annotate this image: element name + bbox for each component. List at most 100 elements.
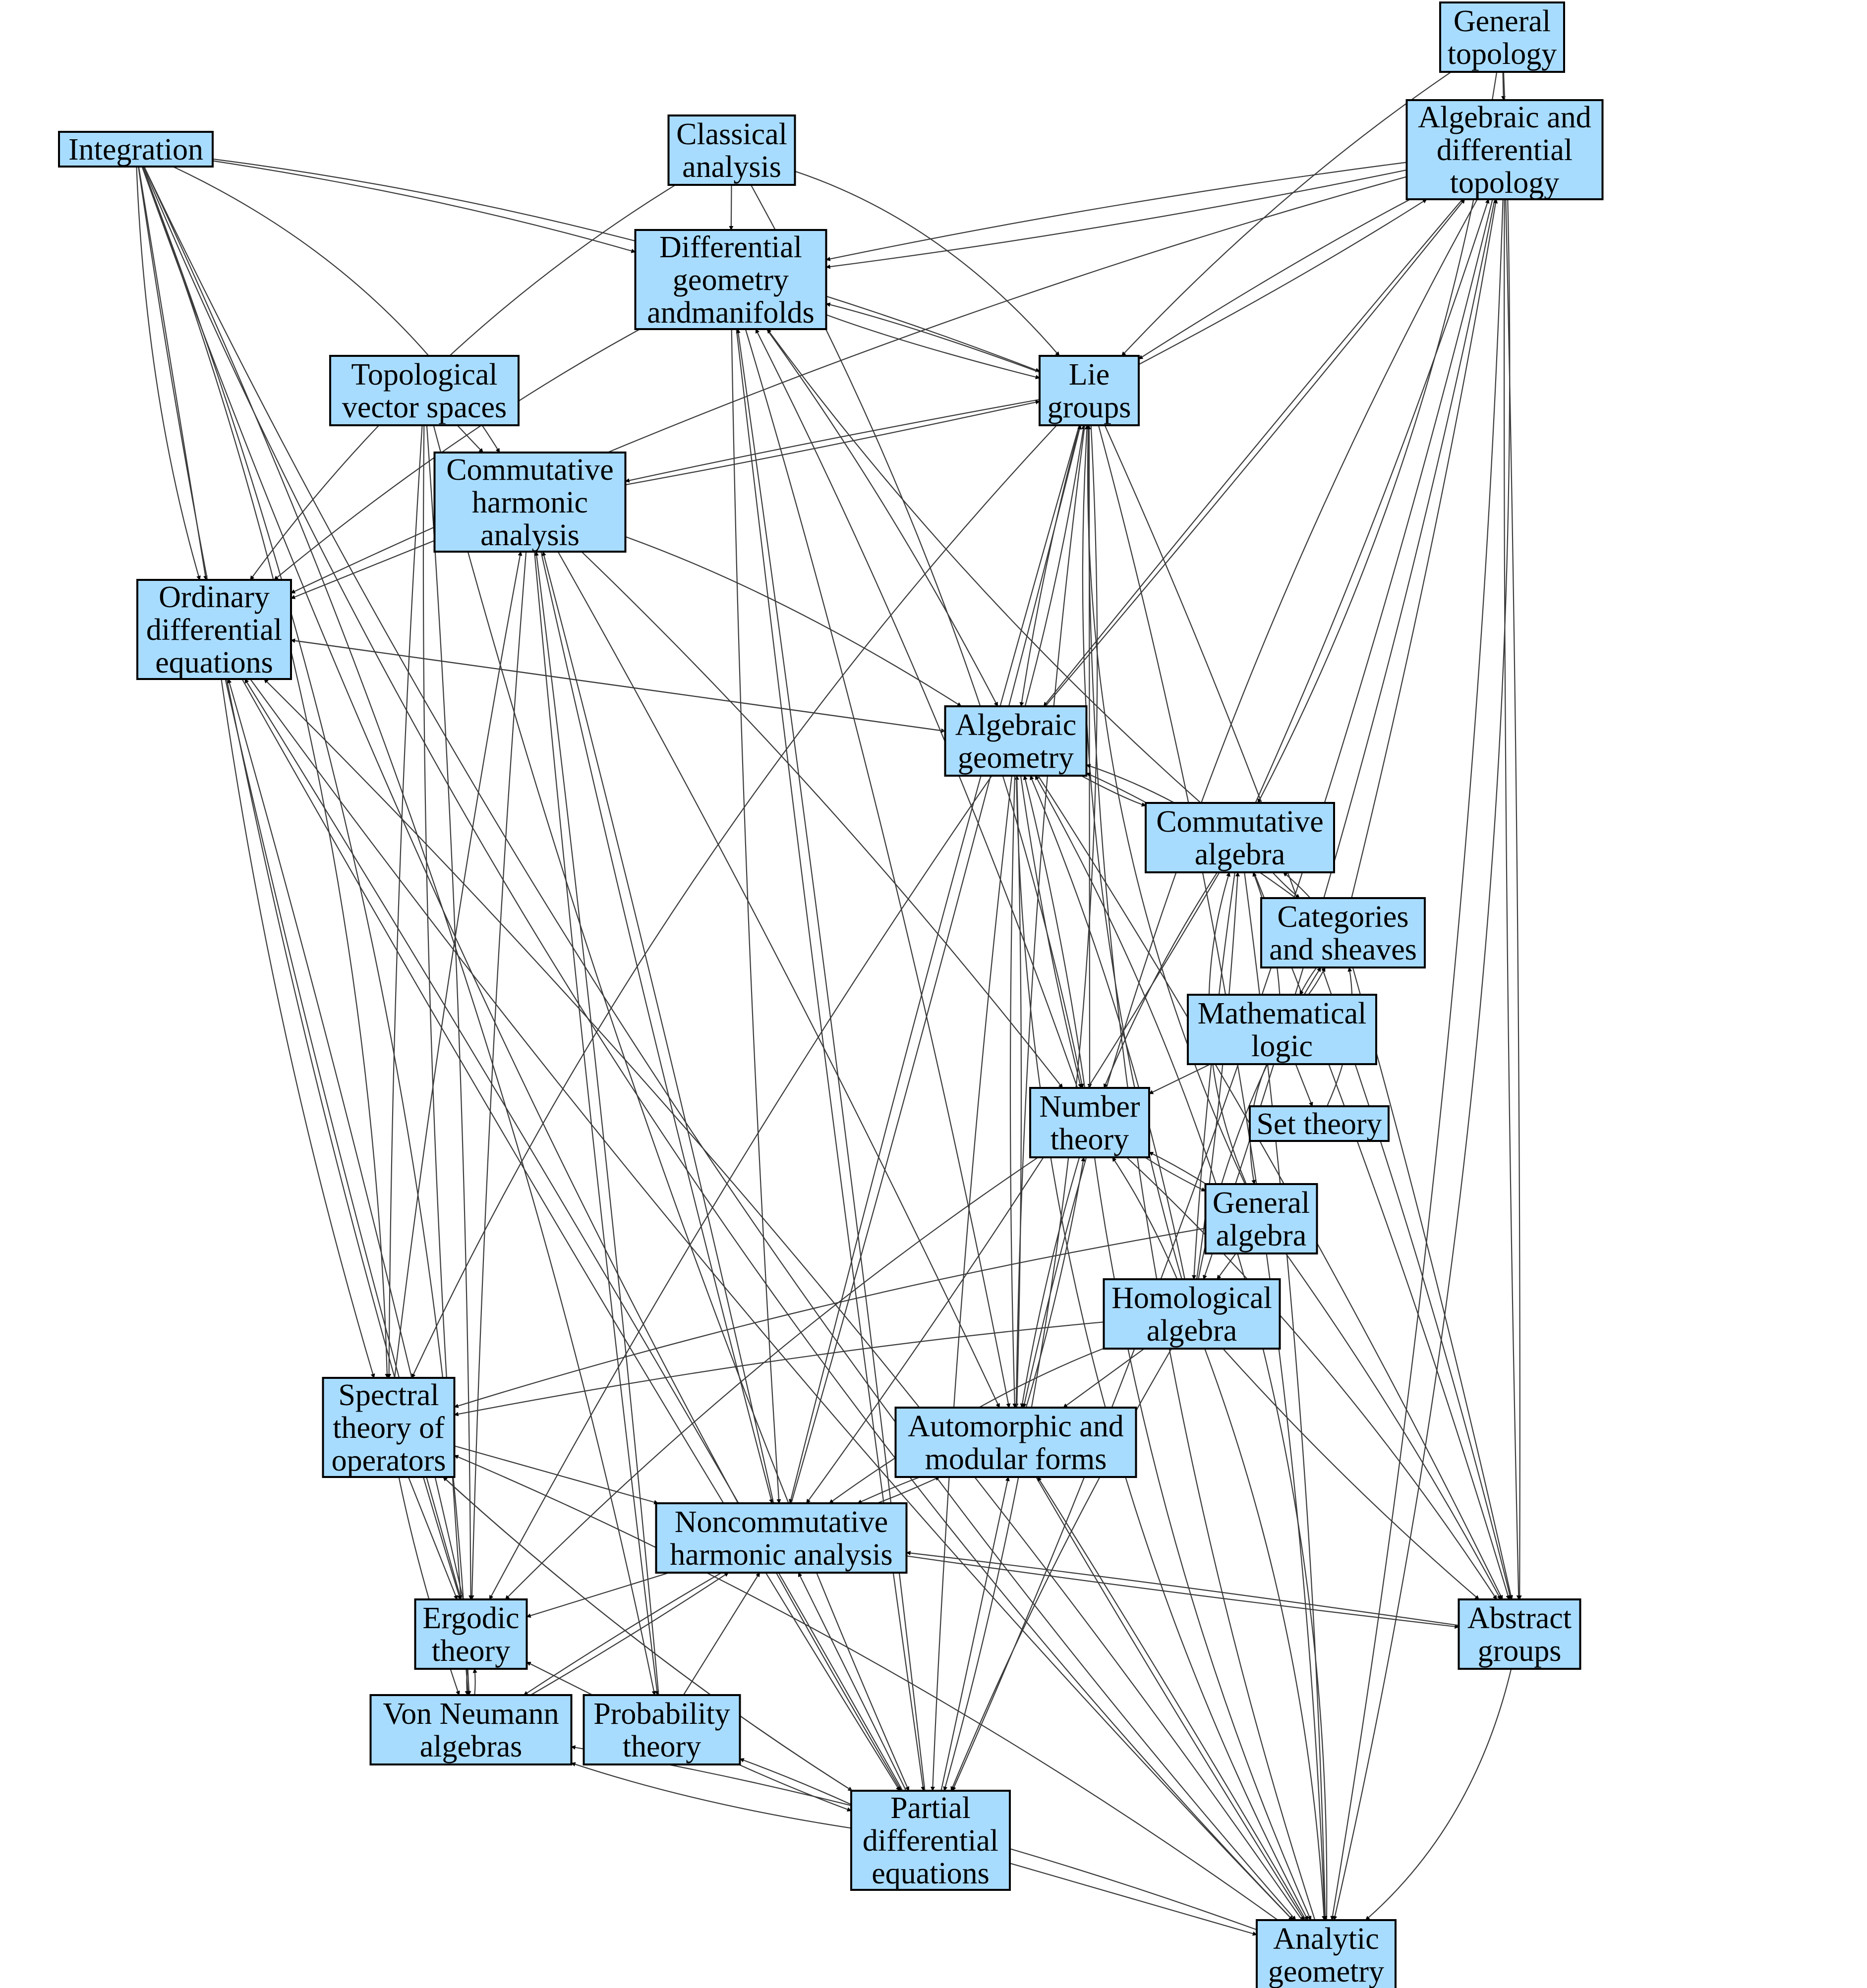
edge-lie-groups-to-spectral-theory (411, 425, 1057, 1378)
edge-algebraic-geometry-to-ergodic-theory (489, 775, 992, 1600)
node-label: algebras (420, 1730, 523, 1763)
edge-probability-theory-to-ergodic-theory (526, 1661, 593, 1696)
node-box (329, 355, 520, 426)
edge-differential-geometry-to-automorphic-forms (745, 329, 1011, 1408)
edge-partial-differential-equations-to-analytic-geometry (1009, 1863, 1257, 1936)
node-label: geometry (673, 263, 789, 297)
edge-differential-geometry-to-ordinary-differential-equations (274, 329, 641, 580)
node-label: Ergodic (422, 1601, 519, 1635)
edge-mathematical-logic-to-set-theory (1295, 1064, 1313, 1107)
edge-noncommutative-harmonic-analysis-to-automorphic-forms (876, 1476, 940, 1504)
edge-algebraic-differential-topology-to-algebraic-geometry (1043, 199, 1463, 707)
node-label: Number (1039, 1090, 1140, 1124)
edge-number-theory-to-automorphic-forms (1020, 1157, 1080, 1408)
edge-algebraic-geometry-to-analytic-geometry (1016, 775, 1309, 1921)
edge-algebraic-geometry-to-commutative-algebra (1081, 775, 1146, 807)
edge-algebraic-differential-topology-to-analytic-geometry (1330, 199, 1504, 1921)
edge-integration-to-analytic-geometry (143, 166, 1296, 1921)
node-label: analysis (480, 518, 580, 552)
edge-analytic-geometry-to-automorphic-forms (1037, 1477, 1307, 1921)
edge-categories-sheaves-to-commutative-algebra (1283, 872, 1311, 899)
edge-topological-vector-spaces-to-von-neumann-algebras (422, 425, 470, 1696)
node-label: Topological (351, 358, 497, 392)
edge-analytic-geometry-to-lie-groups (1086, 425, 1316, 1921)
node-label: analysis (682, 150, 781, 184)
edge-analytic-geometry-to-ordinary-differential-equations (264, 679, 1303, 1921)
edge-probability-theory-to-commutative-harmonic-analysis (534, 551, 659, 1696)
node-box (1039, 355, 1140, 426)
edge-automorphic-forms-to-noncommutative-harmonic-analysis (857, 1476, 921, 1504)
node-label: differential (146, 613, 282, 647)
node-box (414, 1598, 528, 1670)
node-box (136, 579, 292, 680)
edge-topological-vector-spaces-to-ergodic-theory (426, 425, 473, 1600)
edge-algebraic-differential-topology-to-abstract-groups (1504, 199, 1521, 1600)
node-box (1204, 1183, 1318, 1254)
node-set-theory: Set theory (1249, 1105, 1390, 1142)
edge-ordinary-differential-equations-to-spectral-theory (221, 679, 375, 1378)
node-box (1260, 897, 1426, 968)
edge-algebraic-differential-topology-to-differential-geometry (825, 169, 1407, 269)
edge-differential-geometry-to-noncommutative-harmonic-analysis (731, 329, 781, 1504)
node-label: Set theory (1256, 1107, 1382, 1141)
node-label: and sheaves (1269, 933, 1417, 966)
node-label: Differential (659, 230, 802, 264)
node-label: operators (332, 1444, 446, 1477)
edge-partial-differential-equations-to-automorphic-forms (940, 1477, 1010, 1791)
edge-lie-groups-to-algebraic-geometry (1019, 425, 1081, 707)
edge-categories-sheaves-to-mathematical-logic (1299, 967, 1317, 995)
edge-topological-vector-spaces-to-commutative-harmonic-analysis (457, 425, 484, 453)
node-label: groups (1478, 1634, 1562, 1668)
edge-partial-differential-equations-to-noncommutative-harmonic-analysis (798, 1572, 907, 1791)
edge-number-theory-to-abstract-groups (1126, 1157, 1498, 1600)
edge-probability-theory-to-partial-differential-equations (738, 1763, 852, 1812)
node-label: Abstract (1467, 1601, 1572, 1635)
edge-von-neumann-algebras-to-ergodic-theory (472, 1668, 477, 1696)
node-label: differential (1437, 133, 1573, 167)
node-label: theory (432, 1634, 510, 1668)
edge-number-theory-to-analytic-geometry (1094, 1157, 1312, 1921)
edge-lie-groups-to-analytic-geometry (1098, 425, 1327, 1921)
edge-lie-groups-to-commutative-harmonic-analysis (625, 399, 1040, 483)
edge-algebraic-geometry-to-algebraic-differential-topology (1045, 199, 1465, 707)
edge-commutative-algebra-to-homological-algebra (1192, 872, 1236, 1280)
node-label: Mathematical (1198, 997, 1367, 1030)
edge-commutative-harmonic-analysis-to-lie-groups (625, 400, 1040, 486)
edge-partial-differential-equations-to-ordinary-differential-equations (244, 679, 903, 1791)
edge-lie-groups-to-noncommutative-harmonic-analysis (789, 425, 1080, 1504)
node-label: vector spaces (342, 391, 507, 424)
edge-classical-analysis-to-differential-geometry (729, 184, 734, 230)
node-label: Lie (1069, 358, 1110, 392)
edge-commutative-algebra-to-number-theory (1103, 872, 1218, 1088)
edge-general-algebra-to-number-theory (1149, 1151, 1207, 1185)
edge-general-topology-to-lie-groups (1121, 71, 1452, 356)
edge-categories-sheaves-to-algebraic-differential-topology (1351, 199, 1498, 899)
node-label: Algebraic and (1418, 101, 1591, 134)
edge-commutative-harmonic-analysis-to-ordinary-differential-equations (291, 540, 435, 599)
node-box (1458, 1598, 1581, 1670)
edge-noncommutative-harmonic-analysis-to-von-neumann-algebras (523, 1572, 722, 1696)
node-box (1187, 994, 1377, 1065)
node-label: Categories (1277, 900, 1408, 934)
edge-commutative-algebra-to-noncommutative-harmonic-analysis (806, 872, 1220, 1504)
node-box (1439, 1, 1565, 73)
edge-abstract-groups-to-analytic-geometry (1365, 1668, 1512, 1921)
node-label: Classical (676, 117, 787, 151)
edge-commutative-algebra-to-algebraic-differential-topology (1255, 199, 1490, 803)
edge-lie-groups-to-algebraic-differential-topology (1138, 199, 1427, 365)
edge-ordinary-differential-equations-to-partial-differential-equations (241, 679, 900, 1791)
edge-commutative-algebra-to-categories-sheaves (1272, 872, 1300, 899)
node-box (655, 1502, 908, 1574)
node-label: Probability (593, 1697, 730, 1731)
node-box (1405, 99, 1604, 200)
edge-number-theory-to-general-algebra (1144, 1157, 1206, 1192)
